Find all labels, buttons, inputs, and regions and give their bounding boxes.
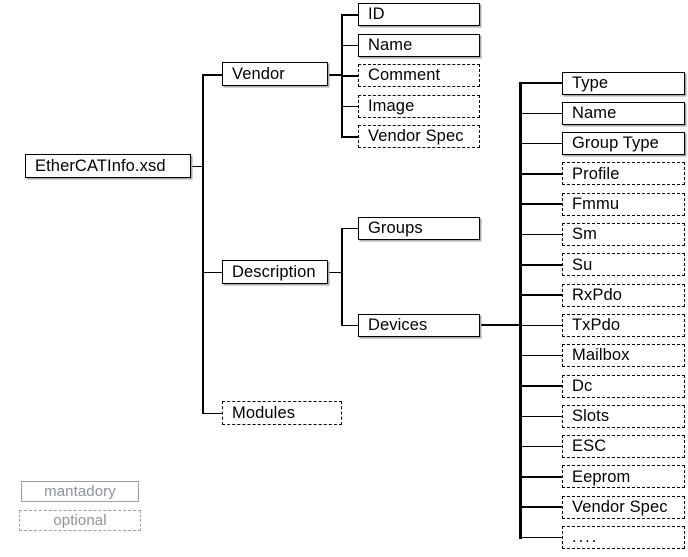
- edge-devicetrunk-to-child-4: [519, 203, 563, 205]
- node-label: ....: [572, 528, 599, 547]
- edge-vendortrunk-to-id: [341, 14, 359, 16]
- node-device-profile[interactable]: Profile: [562, 162, 685, 186]
- node-modules[interactable]: Modules: [222, 401, 342, 425]
- node-device-sm[interactable]: Sm: [562, 223, 685, 246]
- edge-trunk-to-vendor: [202, 74, 223, 76]
- node-label: Modules: [232, 403, 296, 422]
- edge-vendortrunk-to-image: [341, 105, 359, 108]
- node-device-su[interactable]: Su: [562, 253, 685, 277]
- node-label: ESC: [572, 437, 607, 456]
- node-vendor[interactable]: Vendor: [222, 62, 328, 86]
- node-label: Vendor Spec: [368, 127, 464, 146]
- node-label: TxPdo: [572, 316, 621, 335]
- node-device-vendor-spec[interactable]: Vendor Spec: [562, 495, 685, 519]
- edge-devicetrunk-to-child-0: [519, 82, 563, 84]
- edge-devicetrunk-to-child-3: [519, 173, 563, 175]
- edge-desctrunk-to-devices: [341, 324, 359, 327]
- legend-label: optional: [53, 512, 107, 529]
- node-device-ellipsis[interactable]: ....: [562, 526, 685, 549]
- node-device-txpdo[interactable]: TxPdo: [562, 313, 685, 337]
- edge-devicetrunk-to-child-11: [519, 415, 563, 418]
- node-vendor-image[interactable]: Image: [358, 94, 480, 118]
- node-description[interactable]: Description: [222, 260, 328, 284]
- edge-root-trunk-vertical: [202, 74, 204, 413]
- node-device-type[interactable]: Type: [562, 71, 685, 95]
- node-label: ID: [368, 5, 385, 24]
- edge-devicetrunk-to-child-5: [519, 233, 563, 236]
- node-label: Image: [368, 96, 415, 115]
- node-label: Su: [572, 255, 593, 274]
- node-device-esc[interactable]: ESC: [562, 435, 685, 459]
- edge-desctrunk-to-groups: [341, 227, 359, 230]
- edge-vendor-to-vendortrunk: [328, 74, 343, 76]
- edge-devicetrunk-to-child-8: [519, 324, 563, 327]
- edge-vendortrunk-to-comment: [341, 75, 359, 77]
- node-device-mailbox[interactable]: Mailbox: [562, 344, 685, 368]
- edge-description-to-desctrunk: [328, 271, 343, 274]
- edge-trunk-to-description: [202, 271, 223, 274]
- node-vendor-id[interactable]: ID: [358, 3, 480, 26]
- edge-devicetrunk-to-child-13: [519, 476, 563, 478]
- node-device-slots[interactable]: Slots: [562, 404, 685, 428]
- node-label: Group Type: [572, 134, 659, 153]
- node-device-name[interactable]: Name: [562, 101, 685, 125]
- node-label: RxPdo: [572, 285, 623, 304]
- legend-label: mantadory: [44, 483, 116, 500]
- node-label: Profile: [572, 164, 620, 183]
- node-label: Fmmu: [572, 194, 620, 213]
- edge-devicetrunk-to-child-7: [519, 294, 563, 296]
- node-vendor-name[interactable]: Name: [358, 33, 480, 57]
- edge-vendortrunk-to-vendorspec: [341, 136, 359, 138]
- edge-devicetrunk-to-child-14: [519, 506, 563, 508]
- edge-description-trunk-vertical: [341, 227, 343, 326]
- node-label: Comment: [368, 66, 441, 85]
- node-devices[interactable]: Devices: [358, 313, 480, 337]
- node-label: Sm: [572, 225, 597, 244]
- edge-devicetrunk-to-child-9: [519, 354, 563, 357]
- node-label: Dc: [572, 376, 593, 395]
- legend-mandatory: mantadory: [21, 481, 139, 502]
- edge-vendortrunk-to-name: [341, 44, 359, 47]
- edge-devices-to-devicetrunk: [479, 323, 522, 327]
- node-device-dc[interactable]: Dc: [562, 374, 685, 398]
- node-vendor-comment[interactable]: Comment: [358, 64, 480, 87]
- node-label: Vendor Spec: [572, 497, 668, 516]
- node-groups[interactable]: Groups: [358, 216, 480, 240]
- node-device-fmmu[interactable]: Fmmu: [562, 192, 685, 216]
- edge-devicetrunk-to-child-10: [519, 385, 563, 387]
- edge-devicetrunk-to-child-12: [519, 445, 563, 448]
- node-device-eeprom[interactable]: Eeprom: [562, 465, 685, 489]
- node-root-ethercatinfo-xsd[interactable]: EtherCATInfo.xsd: [25, 154, 191, 178]
- edge-root-to-trunk: [190, 165, 204, 168]
- edge-device-trunk-vertical: [519, 82, 522, 539]
- node-label: Mailbox: [572, 346, 630, 365]
- legend-optional: optional: [19, 510, 141, 531]
- edge-devicetrunk-to-child-6: [519, 264, 563, 266]
- node-label: Name: [572, 104, 617, 123]
- node-label: Slots: [572, 407, 610, 426]
- node-device-rxpdo[interactable]: RxPdo: [562, 283, 685, 307]
- node-label: Eeprom: [572, 467, 631, 486]
- node-label: Description: [232, 262, 316, 281]
- node-label: Vendor: [232, 64, 285, 83]
- node-device-group-type[interactable]: Group Type: [562, 132, 685, 156]
- edge-trunk-to-modules: [202, 412, 223, 415]
- edge-devicetrunk-to-child-15: [519, 536, 563, 539]
- node-label: Groups: [368, 218, 423, 237]
- node-label: Type: [572, 73, 609, 92]
- edge-devicetrunk-to-child-1: [519, 112, 563, 115]
- edge-devicetrunk-to-child-2: [519, 142, 563, 145]
- node-label: EtherCATInfo.xsd: [35, 156, 166, 175]
- node-vendor-vendor-spec[interactable]: Vendor Spec: [358, 125, 480, 148]
- node-label: Devices: [368, 315, 428, 334]
- node-label: Name: [368, 35, 413, 54]
